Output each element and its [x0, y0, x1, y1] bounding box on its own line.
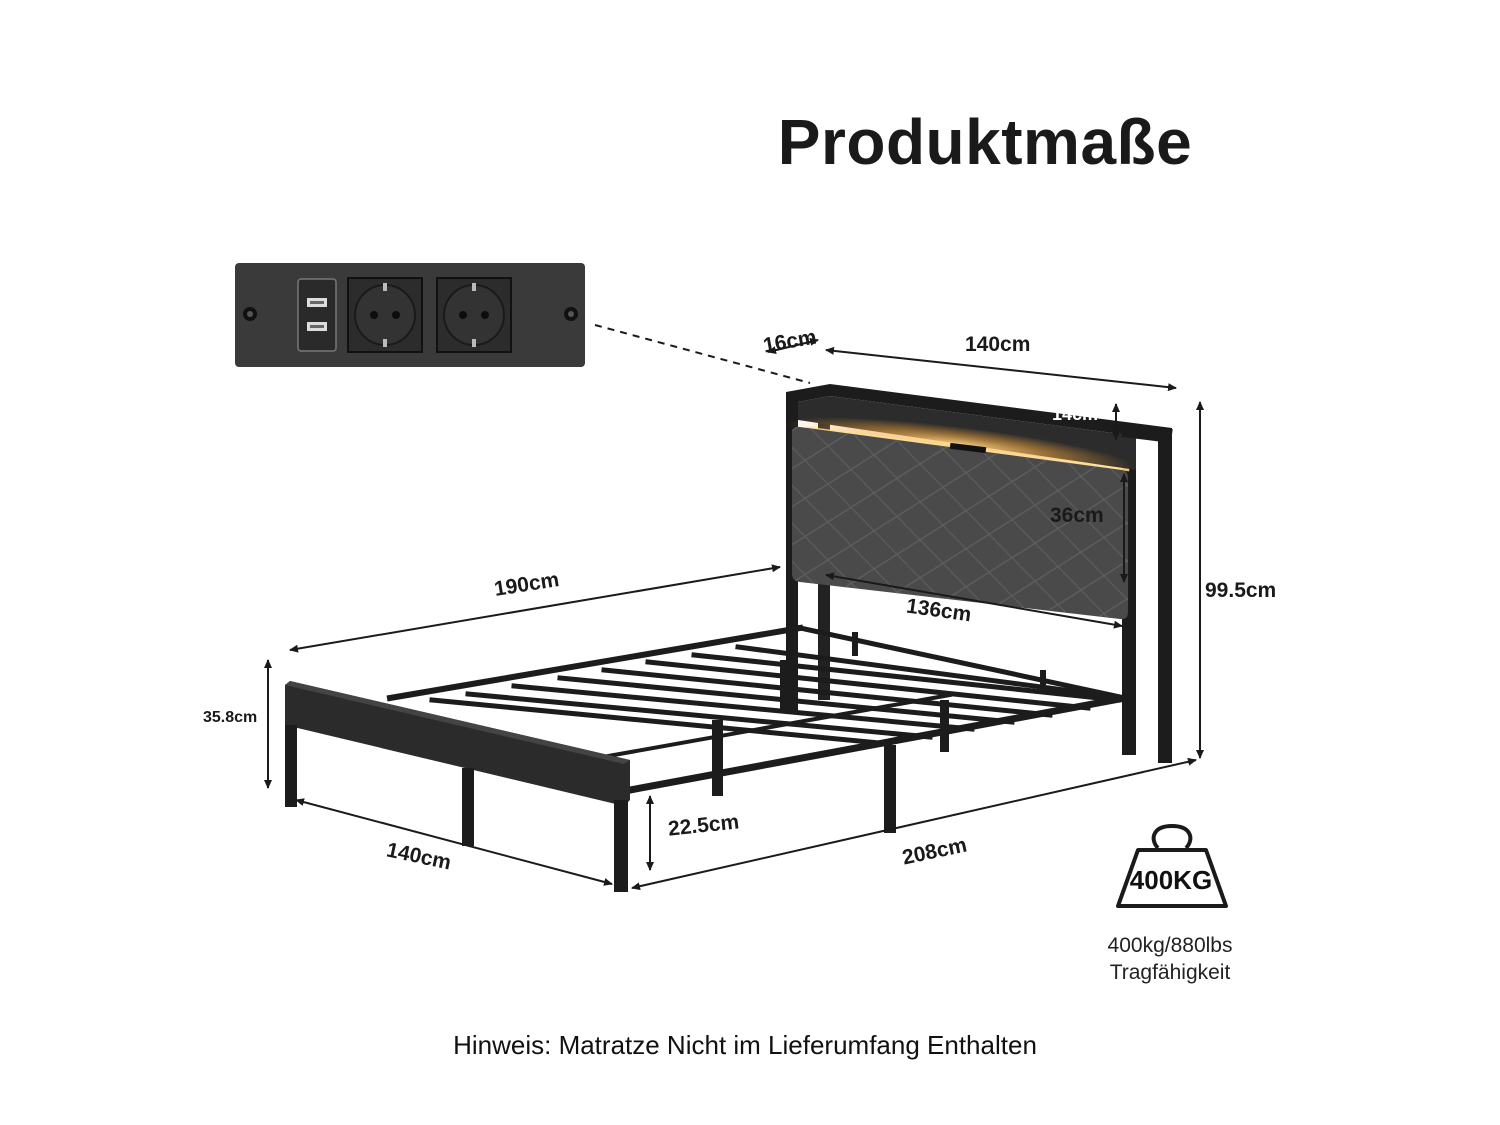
weight-icon	[1116, 823, 1228, 908]
footboard	[285, 681, 630, 806]
dim-headboard-width: 140cm	[965, 333, 1031, 356]
capacity-line-2: Tragfähigkeit	[1109, 961, 1231, 984]
pointer-line	[594, 324, 811, 384]
socket-icon	[436, 277, 512, 353]
dim-panel-height: 36cm	[1050, 504, 1104, 527]
outlet-strip	[235, 263, 585, 367]
footnote: Hinweis: Matratze Nicht im Lieferumfang …	[453, 1030, 1037, 1060]
dim-shelf-height: 14cm	[1052, 404, 1099, 424]
usb-ports-icon	[297, 278, 337, 352]
socket-icon	[347, 277, 423, 353]
weight-capacity-caption: 400kg/880lbs Tragfähigkeit	[1070, 932, 1270, 986]
capacity-line-1: 400kg/880lbs	[1107, 934, 1233, 957]
page-title: Produktmaße	[777, 106, 1193, 178]
dim-footboard-height: 35.8cm	[203, 709, 258, 726]
dimension-lines	[264, 337, 1204, 891]
dim-total-height: 99.5cm	[1205, 579, 1277, 602]
weight-capacity-label: 400KG	[1129, 865, 1213, 895]
headboard-outlet	[949, 442, 987, 454]
bed-frame	[285, 384, 1173, 892]
